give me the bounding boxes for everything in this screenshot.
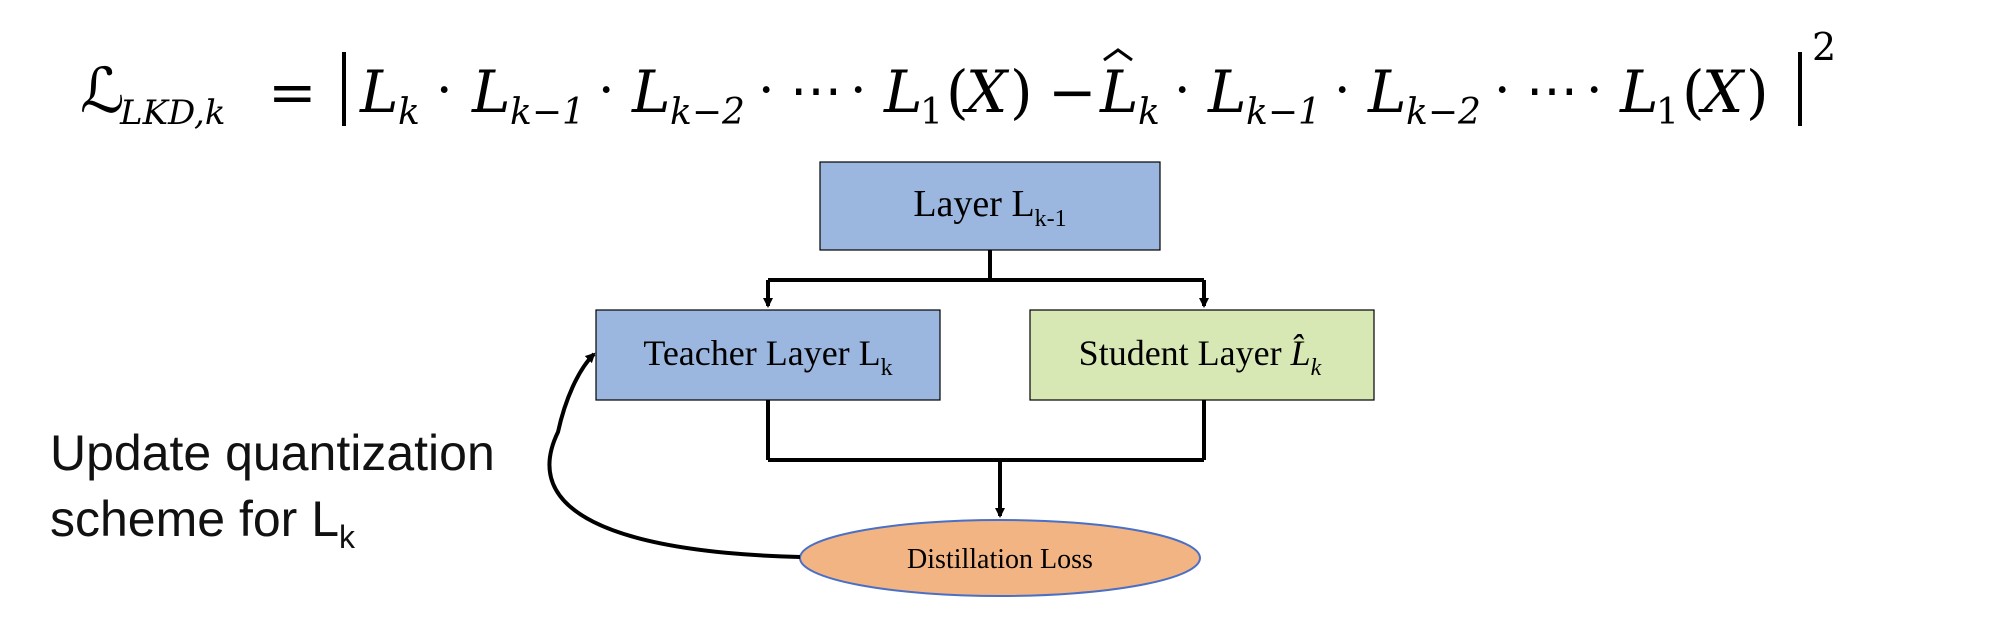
formula-teacher-term: L k · L k−1 · L k−2 · ⋯ · L 1 ( X ) [359, 58, 1033, 133]
prev-layer-box: Layer Lk-1 [819, 161, 1161, 251]
student-layer-subscript: k [1311, 355, 1322, 381]
svg-text:·: · [1334, 61, 1351, 121]
formula-student-term: L k · L k−1 · L k−2 · ⋯ · L 1 ( X ) [1099, 48, 1769, 133]
teacher-layer-rect [595, 309, 941, 401]
svg-text:L: L [1367, 58, 1407, 126]
svg-text:(: ( [1682, 58, 1705, 126]
svg-text:X: X [1698, 58, 1746, 126]
loss-formula: ℒ LKD,k = L k · L k−1 · L k−2 · ⋯ · L 1 … [80, 25, 1836, 133]
formula-minus: − [1048, 58, 1097, 126]
feedback-arrow [547, 352, 801, 559]
prev-layer-subscript: k-1 [1035, 206, 1067, 232]
svg-text:·: · [1586, 61, 1603, 121]
svg-text:): ) [1746, 58, 1769, 126]
teacher-layer-label: Teacher Layer L [643, 333, 880, 373]
connectors [547, 250, 1209, 559]
svg-text:L: L [359, 58, 399, 126]
student-layer-symbol: L̂ [1290, 333, 1311, 373]
svg-text:·: · [598, 61, 615, 121]
svg-text:X: X [962, 58, 1010, 126]
feedback-line2: scheme for L [50, 491, 339, 547]
svg-text:1: 1 [920, 92, 943, 133]
formula-lhs-symbol: ℒ [80, 54, 125, 127]
svg-text:1: 1 [1656, 92, 1679, 133]
svg-text:L: L [1619, 58, 1659, 126]
svg-text:·: · [1174, 61, 1191, 121]
svg-text:k−2: k−2 [670, 92, 745, 133]
svg-text:L: L [883, 58, 923, 126]
svg-text:k−1: k−1 [1246, 92, 1321, 133]
svg-text:): ) [1010, 58, 1033, 126]
svg-text:Student Layer L̂k: Student Layer L̂k [1079, 333, 1322, 381]
student-layer-label: Student Layer [1079, 333, 1291, 373]
feedback-line1: Update quantization [50, 425, 495, 481]
svg-text:L: L [631, 58, 671, 126]
distillation-loss-ellipse [799, 519, 1201, 597]
prev-layer-label: Layer L [913, 183, 1034, 225]
svg-text:L: L [1207, 58, 1247, 126]
teacher-layer-subscript: k [881, 355, 893, 381]
feedback-label: Update quantization scheme for Lk [50, 425, 495, 555]
distillation-loss-label: Distillation Loss [907, 544, 1093, 575]
distillation-loss-node: Distillation Loss [799, 519, 1201, 597]
svg-text:L: L [471, 58, 511, 126]
svg-text:k−2: k−2 [1406, 92, 1481, 133]
feedback-subscript: k [339, 519, 356, 555]
svg-text:(: ( [946, 58, 969, 126]
svg-text:L: L [1099, 58, 1139, 126]
formula-exponent: 2 [1812, 25, 1836, 69]
svg-text:·: · [758, 61, 775, 121]
svg-text:·: · [850, 61, 867, 121]
formula-lhs-subscript: LKD,k [119, 93, 225, 133]
svg-text:k: k [1138, 92, 1160, 133]
teacher-layer-box: Teacher Layer Lk [595, 309, 941, 401]
formula-equals: = [268, 58, 317, 126]
prev-layer-rect [819, 161, 1161, 251]
student-layer-box: Student Layer L̂k [1029, 309, 1375, 401]
svg-text:scheme for Lk: scheme for Lk [50, 491, 356, 555]
svg-text:k−1: k−1 [510, 92, 585, 133]
svg-text:Teacher Layer Lk: Teacher Layer Lk [643, 333, 892, 381]
svg-text:·: · [436, 61, 453, 121]
svg-text:⋯: ⋯ [790, 61, 842, 121]
svg-text:⋯: ⋯ [1526, 61, 1578, 121]
svg-text:k: k [398, 92, 420, 133]
svg-text:Layer Lk-1: Layer Lk-1 [913, 183, 1066, 232]
svg-text:·: · [1494, 61, 1511, 121]
